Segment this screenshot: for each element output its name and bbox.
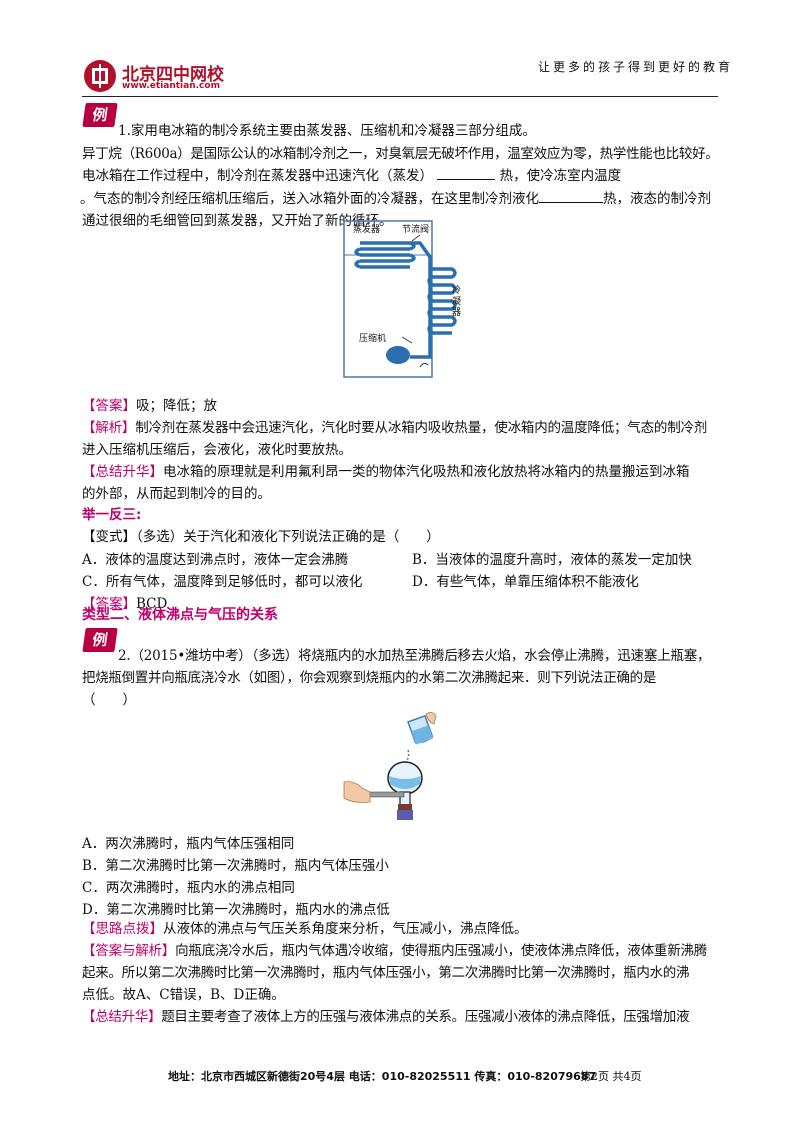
example1-summary-2: 的外部，从而起到制冷的目的。 [82, 486, 271, 502]
example-badge: 例 [82, 628, 118, 652]
example1-para2: 电冰箱在工作过程中，制冷剂在蒸发器中迅速汽化（蒸发） 热，使冷冻室内温度 [82, 166, 621, 186]
example1-answer: 【答案】吸；降低；放 [82, 396, 217, 416]
label-evaporator: 蒸发器 [353, 225, 381, 235]
answer-text: BCD [136, 596, 168, 612]
practice-option-d: D．有些气体，单靠压缩体积不能液化 [412, 574, 639, 590]
answer-analysis-text: 向瓶底浇冷水后，瓶内气体遇冷收缩，使得瓶内压强减小，使液体沸点降低，液体重新沸腾 [175, 943, 708, 959]
answer-tag: 【答案】 [82, 596, 136, 612]
example2-answer-2: 起来。所以第二次沸腾时比第一次沸腾时，瓶内气体压强小，第二次沸腾时比第一次沸腾时… [82, 965, 690, 981]
school-logo-icon [84, 60, 116, 92]
example2-summary: 【总结升华】题目主要考查了液体上方的压强与液体沸点的关系。压强减小液体的沸点降低… [82, 1007, 690, 1027]
analysis-tag: 【解析】 [82, 420, 136, 436]
slogan: 让更多的孩子得到更好的教育 [538, 60, 734, 74]
text: 热，使冷冻室内温度 [499, 168, 622, 184]
label-condenser: 冷凝器 [452, 286, 462, 318]
practice-answer: 【答案】BCD [82, 594, 167, 614]
logo-text: 北京四中网校 [122, 65, 224, 85]
example2-answer-1: 【答案与解析】向瓶底浇冷水后，瓶内气体遇冷收缩，使得瓶内压强减小，使液体沸点降低… [82, 941, 707, 961]
hint-text: 从液体的沸点与气压关系角度来分析，气压减小，沸点降低。 [163, 921, 528, 937]
text: 热，液态的制冷剂 [603, 191, 711, 207]
example1-para1: 异丁烷（R600a）是国际公认的冰箱制冷剂之一，对臭氧层无破坏作用，温室效应为零… [82, 146, 719, 162]
practice-option-a: A．液体的温度达到沸点时，液体一定会沸腾 [82, 552, 349, 568]
example2-option-c: C．两次沸腾时，瓶内水的沸点相同 [82, 880, 295, 896]
example2-question-2: 把烧瓶倒置并向瓶底浇冷水（如图），你会观察到烧瓶内的水第二次沸腾起来．则下列说法… [82, 670, 657, 686]
text: 。气态的制冷剂经压缩机压缩后，送入冰箱外面的冷凝器，在这里制冷剂液化 [80, 191, 539, 207]
example1-question: 1.家用电冰箱的制冷系统主要由蒸发器、压缩机和冷凝器三部分组成。 [118, 123, 536, 139]
answer-text: 吸；降低；放 [136, 398, 217, 414]
example1-summary-1: 【总结升华】电冰箱的原理就是利用氟利昂一类的物体汽化吸热和液化放热将冰箱内的热量… [82, 462, 690, 482]
practice-question: 【变式】（多选）关于汽化和液化下列说法正确的是（ ） [82, 529, 440, 545]
refrigerator-diagram [343, 220, 457, 378]
flask-experiment-figure [343, 712, 437, 820]
logo-url[interactable]: www.etiantian.com [122, 81, 220, 91]
hint-tag: 【思路点拨】 [82, 921, 163, 937]
summary-tag: 【总结升华】 [82, 464, 163, 480]
example1-para4: 通过很细的毛细管回到蒸发器，又开始了新的循环。 [82, 213, 393, 229]
practice-heading: 举一反三: [82, 507, 142, 523]
answer-analysis-tag: 【答案与解析】 [82, 943, 176, 959]
label-compressor: 压缩机 [359, 334, 387, 344]
answer-tag: 【答案】 [82, 398, 136, 414]
example2-option-b: B．第二次沸腾时比第一次沸腾时，瓶内气体压强小 [82, 858, 389, 874]
footer-page-number: 第2页 共4页 [580, 1070, 642, 1083]
summary-text: 电冰箱的原理就是利用氟利昂一类的物体汽化吸热和液化放热将冰箱内的热量搬运到冰箱 [163, 464, 690, 480]
summary-text: 题目主要考查了液体上方的压强与液体沸点的关系。压强减小液体的沸点降低，压强增加液 [161, 1009, 690, 1025]
example2-option-d: D．第二次沸腾时比第一次沸腾时，瓶内水的沸点低 [82, 902, 390, 918]
footer-address: 地址：北京市西城区新德街20号4层 电话：010-82025511 传真：010… [168, 1070, 597, 1083]
analysis-text: 制冷剂在蒸发器中会迅速汽化，汽化时要从冰箱内吸收热量，使冰箱内的温度降低；气态的… [135, 420, 708, 436]
header: 北京四中网校 www.etiantian.com 让更多的孩子得到更好的教育 [0, 0, 800, 100]
practice-option-c: C．所有气体，温度降到足够低时，都可以液化 [82, 574, 363, 590]
label-valve: 节流阀 [402, 225, 430, 235]
example1-para3: 。气态的制冷剂经压缩机压缩后，送入冰箱外面的冷凝器，在这里制冷剂液化 热，液态的制… [80, 189, 711, 209]
text: 电冰箱在工作过程中，制冷剂在蒸发器中迅速汽化（蒸发） [82, 168, 433, 184]
example2-question-1: 2.（2015•潍坊中考）（多选）将烧瓶内的水加热至沸腾后移去火焰，水会停止沸腾… [118, 648, 711, 664]
summary-tag: 【总结升华】 [82, 1009, 162, 1025]
section-title: 类型二、液体沸点与气压的关系 [82, 607, 278, 623]
example2-option-a: A．两次沸腾时，瓶内气体压强相同 [82, 836, 295, 852]
example2-hint: 【思路点拨】从液体的沸点与气压关系角度来分析，气压减小，沸点降低。 [82, 919, 528, 939]
example-badge: 例 [82, 103, 118, 127]
header-rule [82, 96, 718, 97]
example1-analysis-2: 进入压缩机压缩后，会液化，液化时要放热。 [82, 442, 352, 458]
answer-blank [437, 167, 496, 180]
example1-analysis-1: 【解析】制冷剂在蒸发器中会迅速汽化，汽化时要从冰箱内吸收热量，使冰箱内的温度降低… [82, 418, 707, 438]
answer-blank [539, 190, 603, 203]
example2-answer-3: 点低。故A、C错误，B、D正确。 [82, 987, 285, 1003]
example2-question-3: （ ） [82, 692, 136, 708]
practice-option-b: B．当液体的温度升高时，液体的蒸发一定加快 [412, 552, 692, 568]
